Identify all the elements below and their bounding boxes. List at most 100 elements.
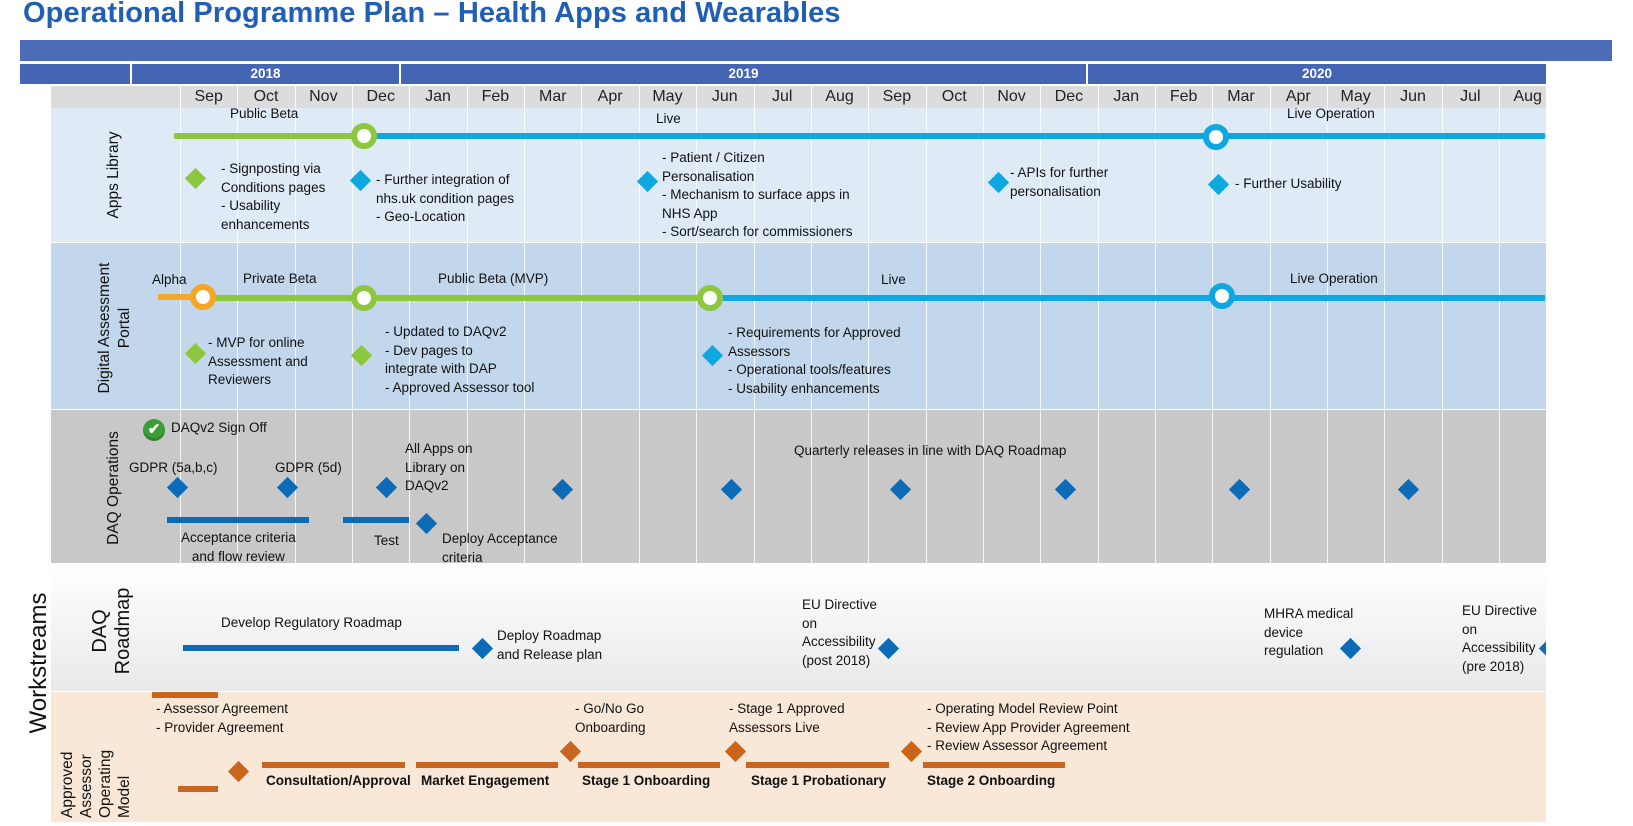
task-bar [923,762,1065,768]
gridline [352,86,353,563]
task-label: Stage 2 Onboarding [927,773,1056,788]
year-2020: 2020 [1086,64,1546,84]
phase-label: Public Beta [230,106,299,121]
phase-label: Live [881,272,906,287]
gridline [295,86,296,563]
task-label: Deploy Acceptance criteria [442,531,558,565]
milestone-note: - Go/No Go Onboarding [575,701,646,735]
task-bar [578,762,720,768]
row-apps-library [51,108,1612,242]
milestone-note: - Updated to DAQv2 - Dev pages to integr… [385,324,535,395]
row-daq-operations [51,410,1612,563]
checkmark-icon: ✔ [143,419,165,441]
right-margin [1546,64,1612,822]
dap-beta-line [204,295,710,301]
task-label: Develop Regulatory Roadmap [221,615,402,630]
row-digital-assessment-portal [51,243,1612,409]
month-label: May [652,88,683,105]
row-daq-roadmap [51,564,1612,691]
task-label: Market Engagement [421,773,550,788]
task-bar [178,786,218,792]
gridline [1384,86,1385,563]
milestone-note: - MVP for online Assessment and Reviewer… [208,335,308,387]
month-label: May [1340,88,1371,105]
gridline [1442,86,1443,563]
task-bar [183,645,459,651]
month-label: Oct [253,88,279,105]
phase-label: Alpha [152,272,187,287]
gridline [983,86,984,563]
month-label: Apr [1285,88,1311,105]
gridline [926,86,927,563]
apps-public-beta-line [174,133,364,139]
gridline [1212,86,1213,563]
month-header [51,86,1612,108]
gridline [1499,86,1500,563]
row-label-dap: Digital Assessment Portal [96,262,133,394]
gridline [237,86,238,563]
milestone-note: GDPR (5a,b,c) [129,460,218,475]
apps-live-line [364,133,1545,139]
task-bar [416,762,558,768]
dap-milestone-circle [697,285,723,311]
row-approved-assessor [51,692,1612,822]
gridline [639,86,640,563]
dap-live-line [710,295,1545,301]
task-bar [343,517,409,523]
milestone-note: MHRA medical device regulation [1264,606,1354,658]
task-bar [152,692,218,698]
milestone-note: - Requirements for Approved Assessors - … [728,325,901,396]
month-label: Feb [481,88,510,105]
milestone-note: - Operating Model Review Point - Review … [927,701,1130,753]
year-2018: 2018 [130,64,399,84]
task-label: Stage 1 Probationary [751,773,887,788]
milestone-note: Quarterly releases in line with DAQ Road… [794,443,1067,458]
phase-label: Public Beta (MVP) [438,271,549,286]
gridline [581,86,582,563]
task-bar [167,517,309,523]
phase-label: Live [656,111,681,126]
workstreams-label: Workstreams [25,592,52,734]
row-label-apps-library: Apps Library [105,131,122,219]
task-label: Consultation/Approval [266,773,411,788]
task-bar [262,762,405,768]
task-label: Test [374,533,399,548]
month-label: Jun [711,88,738,105]
milestone-note: - Further integration of nhs.uk conditio… [376,172,515,224]
milestone-note: EU Directive on Accessibility (pre 2018) [1462,603,1538,674]
row-label-daq-roadmap: DAQ Roadmap [89,587,134,675]
month-label: Jan [1113,88,1140,105]
dap-milestone-circle [1209,283,1235,309]
gridline [1098,86,1099,563]
task-label: Stage 1 Onboarding [582,773,711,788]
apps-milestone-circle [351,123,377,149]
milestone-note: - Patient / Citizen Personalisation - Me… [662,150,853,239]
task-label: Acceptance criteria and flow review [181,530,296,564]
milestone-note: EU Directive on Accessibility (post 2018… [802,597,878,668]
gridline [1327,86,1328,563]
month-label: Sep [194,88,223,105]
gridline [524,86,525,563]
row-label-approved-assessor: Approved Assessor Operating Model [59,749,133,818]
page-title: Operational Programme Plan – Health Apps… [23,0,841,29]
milestone-note: - Signposting via Conditions pages - Usa… [221,161,326,232]
gridline [180,86,181,563]
dap-milestone-circle [190,284,216,310]
milestone-note: - APIs for further personalisation [1010,165,1109,199]
milestone-note: - Stage 1 Approved Assessors Live [729,701,845,735]
month-label: Feb [1169,88,1198,105]
task-bar [746,762,889,768]
phase-label: Live Operation [1287,106,1375,121]
month-label: Mar [1227,88,1255,105]
dap-alpha-line [158,294,204,300]
milestone-note: Deploy Roadmap and Release plan [497,628,603,662]
month-label: Nov [997,88,1026,105]
month-label: Jan [425,88,451,105]
gridline [696,86,697,563]
month-label: Aug [1513,88,1542,105]
gridline [754,86,755,563]
gridline [868,86,869,563]
milestone-note: - Assessor Agreement - Provider Agreemen… [156,701,289,735]
month-label: Jun [1400,88,1426,105]
phase-label: Live Operation [1290,271,1378,286]
